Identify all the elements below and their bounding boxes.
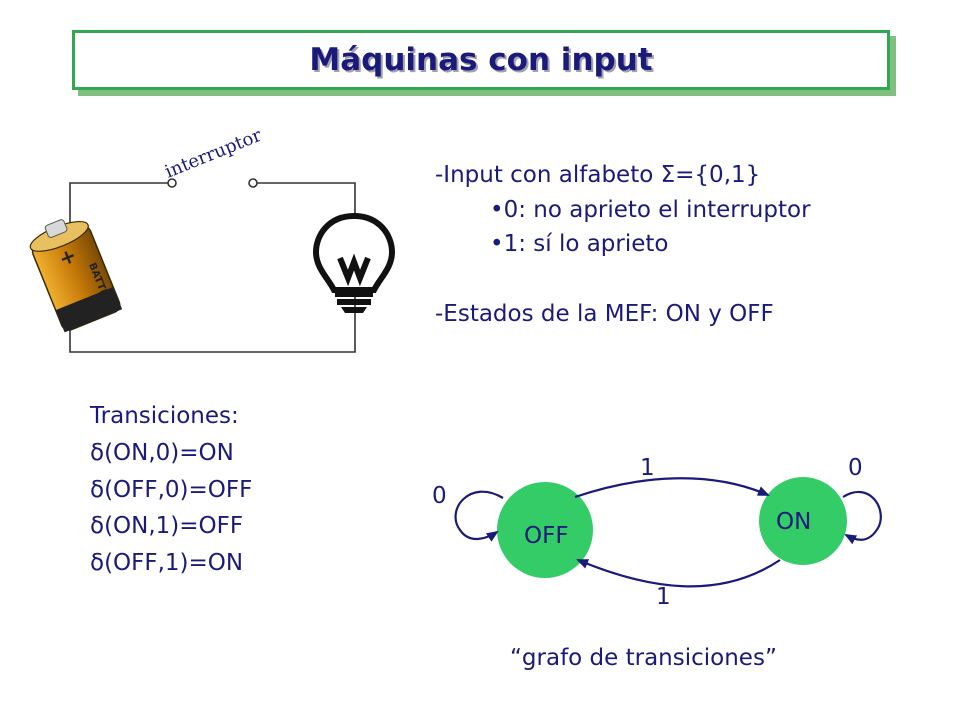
states-line: -Estados de la MEF: ON y OFF (435, 300, 774, 327)
delta-symbol: δ (90, 476, 105, 503)
state-graph: OFF ON 1 1 0 0 (432, 455, 882, 610)
circuit-wire (69, 182, 356, 353)
state-off-node (497, 482, 593, 578)
battery-icon: + BATTERY (29, 219, 123, 333)
edge-label-off-to-on: 1 (640, 455, 655, 481)
bullet-one: •1: sí lo aprieto (490, 231, 669, 257)
transitions-heading: Transiciones: (90, 403, 239, 429)
transition-item: δ(ON,1)=OFF (90, 508, 252, 545)
delta-symbol: δ (90, 550, 105, 577)
light-bulb-icon (312, 212, 396, 313)
transition-item: δ(OFF,0)=OFF (90, 472, 252, 509)
page-title: Máquinas con input (309, 42, 653, 78)
state-on-node (759, 477, 847, 565)
title-box: Máquinas con input (72, 30, 890, 90)
sigma-symbol: Σ (660, 162, 676, 188)
edge-label-on-loop: 0 (848, 455, 863, 481)
edge-on-loop (842, 490, 882, 545)
transition-text: (ON,1)=OFF (104, 513, 244, 540)
delta-symbol: δ (90, 513, 105, 540)
transition-item: δ(OFF,1)=ON (90, 545, 252, 582)
switch-contact-left (167, 178, 177, 188)
graph-caption: “grafo de transiciones” (510, 645, 777, 671)
switch-contact-right (248, 178, 258, 188)
edge-off-to-on (574, 477, 770, 499)
alphabet-line: -Input con alfabeto Σ={0,1} (435, 158, 811, 193)
state-on-label: ON (776, 509, 811, 535)
edge-off-loop (454, 490, 504, 542)
state-off-label: OFF (524, 523, 569, 549)
switch-label: interruptor (162, 125, 265, 183)
bullet-zero: •0: no aprieto el interruptor (490, 196, 811, 223)
alphabet-prefix: -Input con alfabeto (435, 162, 661, 188)
description-block: -Input con alfabeto Σ={0,1} •0: no aprie… (435, 158, 811, 331)
edge-on-to-off (576, 558, 781, 588)
edge-label-on-to-off: 1 (656, 584, 671, 610)
transition-text: (OFF,0)=OFF (104, 476, 253, 503)
transition-text: (OFF,1)=ON (104, 550, 244, 577)
edge-label-off-loop: 0 (432, 483, 447, 509)
alphabet-suffix: ={0,1} (675, 162, 761, 188)
transition-item: δ(ON,0)=ON (90, 435, 252, 472)
transitions-block: Transiciones: δ(ON,0)=ON δ(OFF,0)=OFF δ(… (90, 398, 252, 582)
delta-symbol: δ (90, 439, 105, 466)
transition-text: (ON,0)=ON (104, 439, 234, 466)
